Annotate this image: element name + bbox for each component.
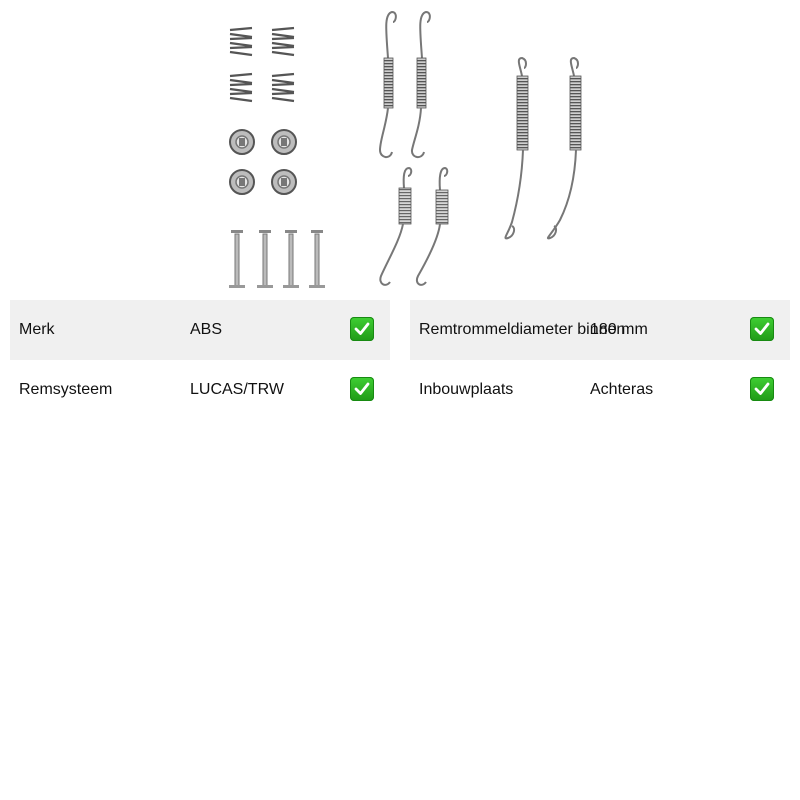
small-spring bbox=[229, 26, 295, 103]
spec-value: Achteras bbox=[590, 381, 654, 398]
spec-label: Merk bbox=[19, 321, 55, 338]
brake-spring-kit-image bbox=[229, 10, 582, 288]
spec-value: LUCAS/TRW bbox=[190, 381, 284, 398]
spec-label: Inbouwplaats bbox=[419, 381, 514, 398]
short-return-spring bbox=[379, 166, 449, 286]
hold-down-pin bbox=[229, 230, 325, 288]
specs-table-left: Merk ABS Remsysteem LUCAS/TRW bbox=[10, 300, 390, 420]
specs-table-right: Remtrommeldiameter binnen 180 mm Inbouwp… bbox=[410, 300, 790, 420]
spec-row-merk: Merk ABS bbox=[10, 300, 390, 360]
spec-value: ABS bbox=[190, 321, 223, 338]
spec-row-inbouwplaats: Inbouwplaats Achteras bbox=[410, 360, 790, 420]
spec-label: Remtrommeldiameter binnen bbox=[419, 321, 626, 338]
check-mark-icon bbox=[750, 317, 774, 341]
spec-label: Remsysteem bbox=[19, 381, 113, 398]
spec-row-remsysteem: Remsysteem LUCAS/TRW bbox=[10, 360, 390, 420]
product-image bbox=[200, 0, 600, 296]
spec-value: 180 mm bbox=[590, 321, 648, 338]
long-spring bbox=[504, 56, 582, 240]
return-spring bbox=[378, 10, 431, 158]
retainer-cup bbox=[229, 129, 297, 195]
spec-row-remtrommeldiameter: Remtrommeldiameter binnen 180 mm bbox=[410, 300, 790, 360]
check-mark-icon bbox=[350, 377, 374, 401]
check-mark-icon bbox=[750, 377, 774, 401]
check-mark-icon bbox=[350, 317, 374, 341]
